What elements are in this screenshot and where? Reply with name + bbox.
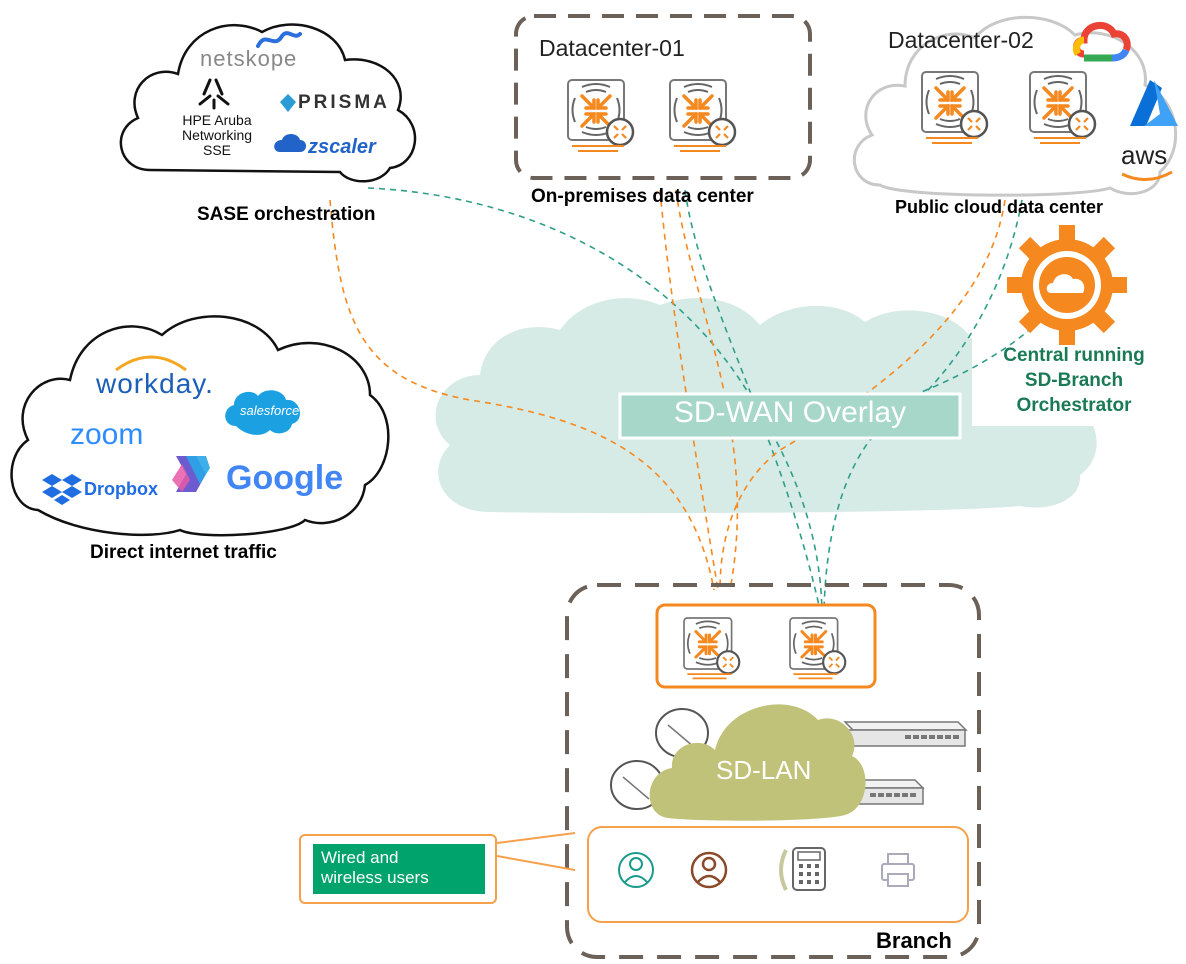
- users-callout-connector: [496, 832, 576, 871]
- line-dc1-to-branch-orange-b: [675, 189, 739, 591]
- zscaler-logo-icon: [274, 134, 306, 152]
- printer-icon: [881, 853, 915, 887]
- orchestrator-gear-icon: [1007, 225, 1127, 345]
- datacenter-02-title: Datacenter-02: [888, 27, 1034, 53]
- users-callout-text: Wired and wireless users: [313, 844, 485, 894]
- salesforce-logo-icon: [225, 390, 300, 435]
- dc2-gateway-1: [920, 70, 989, 145]
- wireless-user-icon: [618, 852, 654, 888]
- prisma-logo: PRISMA: [298, 92, 390, 113]
- dc1-gateway-2: [668, 78, 737, 153]
- switch-1: [843, 721, 968, 747]
- workday-logo: workday.: [96, 368, 214, 399]
- dc2-gateway-2: [1028, 70, 1097, 145]
- wired-user-icon: [690, 851, 728, 889]
- netskope-logo: netskope: [200, 46, 298, 71]
- hpe-aruba-sse-logo: HPE Aruba Networking SSE: [172, 113, 262, 158]
- prisma-logo-icon: [280, 94, 296, 112]
- hpe-line-2: Networking: [181, 127, 253, 143]
- sase-cloud: [119, 23, 417, 183]
- on-premises-label: On-premises data center: [531, 186, 754, 207]
- aws-smile-icon: [1121, 170, 1173, 181]
- sdlan-cloud: [649, 704, 866, 821]
- google-cloud-icon: [1072, 22, 1131, 62]
- line-orchestrator-to-overlay: [899, 319, 1041, 401]
- users-box: [587, 826, 969, 923]
- line-dc2-to-branch-orange: [719, 199, 1006, 591]
- orchestrator-label: Central running SD-Branch Orchestrator: [986, 343, 1162, 418]
- users-callout: Wired and wireless users: [299, 834, 497, 904]
- aws-logo-text: aws: [1121, 140, 1168, 170]
- public-cloud-label: Public cloud data center: [895, 197, 1104, 217]
- dropbox-logo: Dropbox: [84, 479, 158, 499]
- orchestrator-line-2: SD-Branch: [1024, 370, 1124, 391]
- orchestrator-line-1: Central running: [1003, 345, 1145, 366]
- hpe-line-1: HPE Aruba: [182, 112, 252, 128]
- users-callout-line-1: Wired and: [321, 848, 399, 867]
- workday-arc-icon: [115, 355, 187, 372]
- hpe-aruba-logo-icon: [198, 78, 230, 110]
- users-callout-line-2: wireless users: [321, 868, 429, 887]
- salesforce-logo: salesforce: [240, 403, 300, 418]
- hpe-line-3: SSE: [202, 142, 231, 158]
- zscaler-logo: zscaler: [308, 136, 376, 158]
- branch-gateway-2: [788, 616, 847, 680]
- zoom-logo: zoom: [70, 418, 144, 451]
- azure-icon: [1130, 80, 1178, 126]
- line-dc1-to-branch-orange-a: [659, 189, 719, 591]
- branch-box: [565, 583, 981, 959]
- google-logo: Google: [226, 459, 344, 497]
- sdwan-overlay-box: [618, 392, 962, 440]
- branch-gateway-1: [682, 616, 741, 680]
- direct-internet-cloud: [10, 315, 390, 537]
- ip-phone-icon: [779, 847, 826, 891]
- line-sase-to-branch-orange: [329, 199, 715, 591]
- orchestrator-label-backdrop: [972, 338, 1172, 426]
- copilot-logo-icon: [172, 456, 210, 492]
- netskope-logo-icon: [256, 31, 302, 48]
- line-sase-to-branch-teal: [367, 187, 823, 611]
- dropbox-logo-icon: [42, 474, 82, 505]
- sdlan-label: SD-LAN: [716, 755, 812, 785]
- orchestrator-line-3: Orchestrator: [1016, 395, 1132, 416]
- branch-label: Branch: [876, 928, 952, 953]
- dc1-gateway-1: [566, 78, 635, 153]
- direct-internet-label: Direct internet traffic: [90, 542, 277, 563]
- datacenter-01-title: Datacenter-01: [539, 35, 685, 61]
- sdwan-overlay-label: SD-WAN Overlay: [673, 396, 907, 429]
- line-dc1-to-branch-teal: [684, 189, 821, 611]
- sase-orchestration-label: SASE orchestration: [197, 204, 376, 225]
